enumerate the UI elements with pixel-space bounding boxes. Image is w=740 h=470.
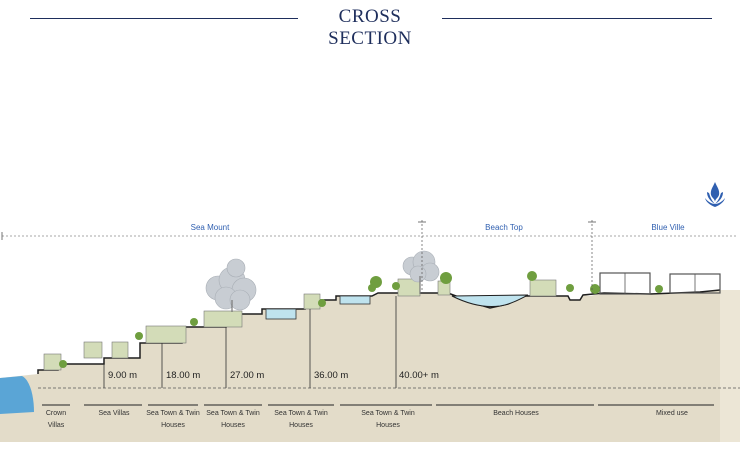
house xyxy=(43,353,62,371)
house xyxy=(303,293,321,310)
unit-type-line: Houses xyxy=(161,422,185,429)
title-rule-right xyxy=(442,18,712,19)
unit-type-line: Beach Houses xyxy=(493,410,539,417)
house xyxy=(83,341,103,359)
unit-type-line: Villas xyxy=(47,422,65,429)
height-label: 36.00 m xyxy=(314,370,349,381)
unit-type-line: Sea Town & Twin xyxy=(206,410,260,417)
sea-water xyxy=(0,376,34,414)
zone-label-beach-top: Beach Top xyxy=(485,223,523,232)
unit-type-line: Sea Villas xyxy=(98,410,130,417)
unit-type-label: Sea Town & Twin Houses xyxy=(356,408,420,432)
unit-type-line: Houses xyxy=(221,422,245,429)
terrain-ground xyxy=(0,290,720,442)
title-bar: CROSS SECTION xyxy=(0,6,740,49)
height-label: 27.00 m xyxy=(230,370,265,381)
lagoon xyxy=(451,294,529,308)
pool xyxy=(265,308,297,320)
big-tree xyxy=(205,258,257,311)
small-tree xyxy=(59,271,663,368)
height-label: 9.00 m xyxy=(108,370,138,381)
height-label: 18.00 m xyxy=(166,370,201,381)
wave-crest-logo-icon xyxy=(705,182,725,207)
unit-type-label: Sea Town & Twin Houses xyxy=(270,408,332,432)
unit-type-label: Beach Houses xyxy=(476,408,556,420)
terrain-right-edge xyxy=(720,290,740,442)
big-tree xyxy=(402,250,440,283)
unit-type-line: Sea Town & Twin xyxy=(274,410,328,417)
unit-type-line: Sea Town & Twin xyxy=(361,410,415,417)
house xyxy=(145,325,187,344)
unit-type-line: Mixed use xyxy=(656,410,688,417)
unit-type-label: Crown Villas xyxy=(34,408,78,432)
house xyxy=(111,341,129,359)
height-label: 40.00+ m xyxy=(399,370,439,381)
unit-type-line: Houses xyxy=(289,422,313,429)
unit-type-label: Sea Town & Twin Houses xyxy=(144,408,202,432)
house xyxy=(529,279,557,297)
page-title: CROSS SECTION xyxy=(328,6,412,49)
unit-type-line: Sea Town & Twin xyxy=(146,410,200,417)
unit-type-line: Crown xyxy=(45,410,67,417)
unit-type-label: Sea Villas xyxy=(84,408,144,420)
house xyxy=(203,310,243,328)
unit-type-line: Houses xyxy=(376,422,400,429)
title-rule-left xyxy=(30,18,298,19)
unit-type-label: Sea Town & Twin Houses xyxy=(204,408,262,432)
pool xyxy=(339,295,371,305)
zone-label-sea-mount: Sea Mount xyxy=(190,223,230,232)
zone-label-blue-ville: Blue Ville xyxy=(651,223,685,232)
unit-type-label: Mixed use xyxy=(636,408,708,420)
